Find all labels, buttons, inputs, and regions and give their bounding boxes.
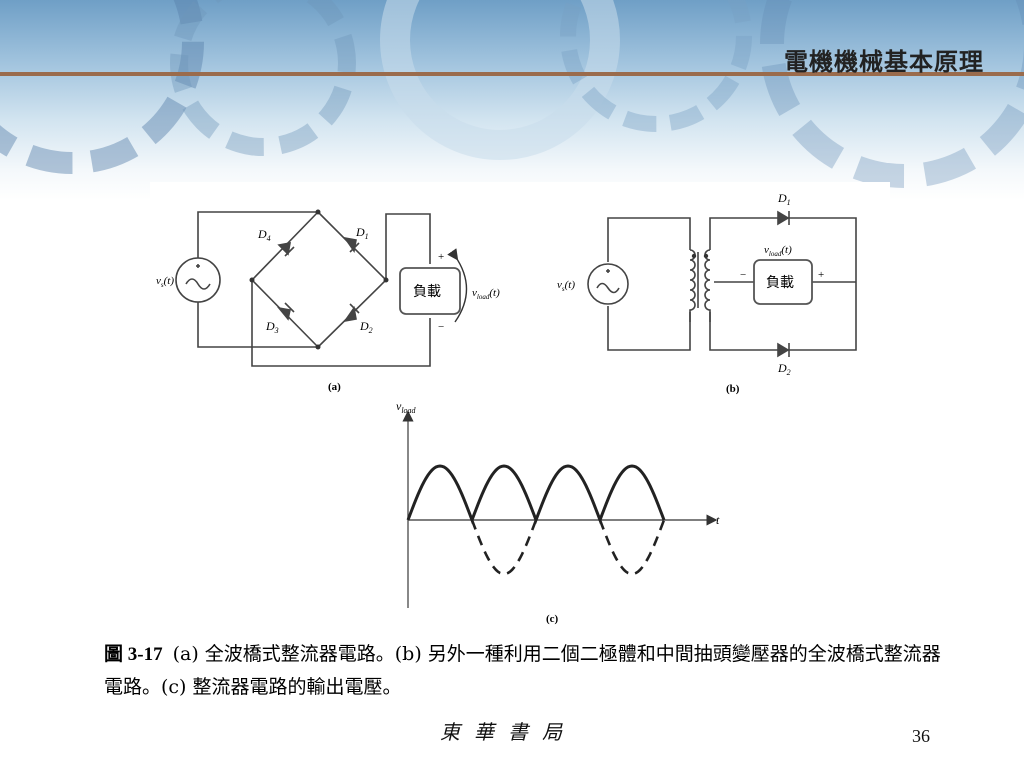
load-box-a [399, 267, 461, 315]
polarity-minus-b: − [740, 269, 746, 281]
source-label-b: vs(t) [557, 279, 575, 293]
load-box-b [753, 259, 813, 305]
subfigure-label-b: (b) [726, 383, 740, 395]
diode-icon [777, 210, 790, 358]
transformer-dot-icon [691, 253, 709, 259]
publisher-name: 東華書局 [440, 720, 576, 744]
header-banner [0, 0, 1024, 200]
center-tap-rectifier-circuit [607, 217, 857, 351]
polarity-plus-a: + [438, 251, 444, 263]
wire [197, 302, 318, 348]
y-axis-label: vload [396, 399, 417, 415]
diode-label-d1: D1 [355, 225, 369, 241]
caption-text: (a) 全波橋式整流器電路。(b) 另外一種利用二個二極體和中間抽頭變壓器的全波… [104, 643, 941, 698]
ac-source-icon [587, 263, 629, 305]
wire [197, 211, 318, 258]
diode-label-d2-b: D2 [777, 361, 791, 377]
vload-label-a: vload(t) [472, 287, 500, 301]
polarity-minus-a: − [438, 321, 444, 333]
ac-source-icon [175, 257, 221, 303]
diode-label-d4: D4 [257, 227, 271, 243]
load-label-a: 負載 [413, 284, 441, 300]
source-label-a: vs(t) [156, 275, 174, 289]
diode-icon [277, 236, 360, 323]
vload-label-b: vload(t) [764, 244, 792, 258]
header-rule [0, 72, 1024, 76]
rectified-output-curve [406, 464, 666, 525]
wire [607, 217, 691, 262]
subfigure-label-a: (a) [328, 381, 341, 393]
course-title: 電機機械基本原理 [784, 48, 984, 76]
output-waveform-plot [402, 410, 718, 608]
negative-half-cycle-curve [470, 519, 666, 576]
wire [607, 306, 691, 351]
wire [251, 280, 431, 367]
vload-arrow [447, 248, 468, 323]
figure-number: 圖 3-17 [104, 644, 163, 665]
figure-caption: 圖 3-17(a) 全波橋式整流器電路。(b) 另外一種利用二個二極體和中間抽頭… [104, 638, 944, 703]
node-dots [249, 209, 389, 350]
transformer-secondary-coil [704, 249, 711, 322]
wire [709, 217, 857, 351]
polarity-plus-b: + [818, 269, 824, 281]
wire [385, 213, 431, 280]
page-number: 36 [912, 726, 930, 746]
diode-label-d1-b: D1 [777, 191, 791, 207]
x-axis-label: t [716, 513, 720, 527]
diode-label-d3: D3 [265, 319, 279, 335]
load-label-b: 負載 [766, 275, 794, 291]
subfigure-label-c: (c) [546, 613, 559, 625]
figure-panel-background [150, 182, 890, 404]
transformer-primary-coil [689, 249, 696, 322]
diode-label-d2: D2 [359, 319, 373, 335]
rectifier-figure: D4 D1 D3 D2 vs(t) 負載 vload(t) + − (a) D1… [150, 182, 890, 625]
